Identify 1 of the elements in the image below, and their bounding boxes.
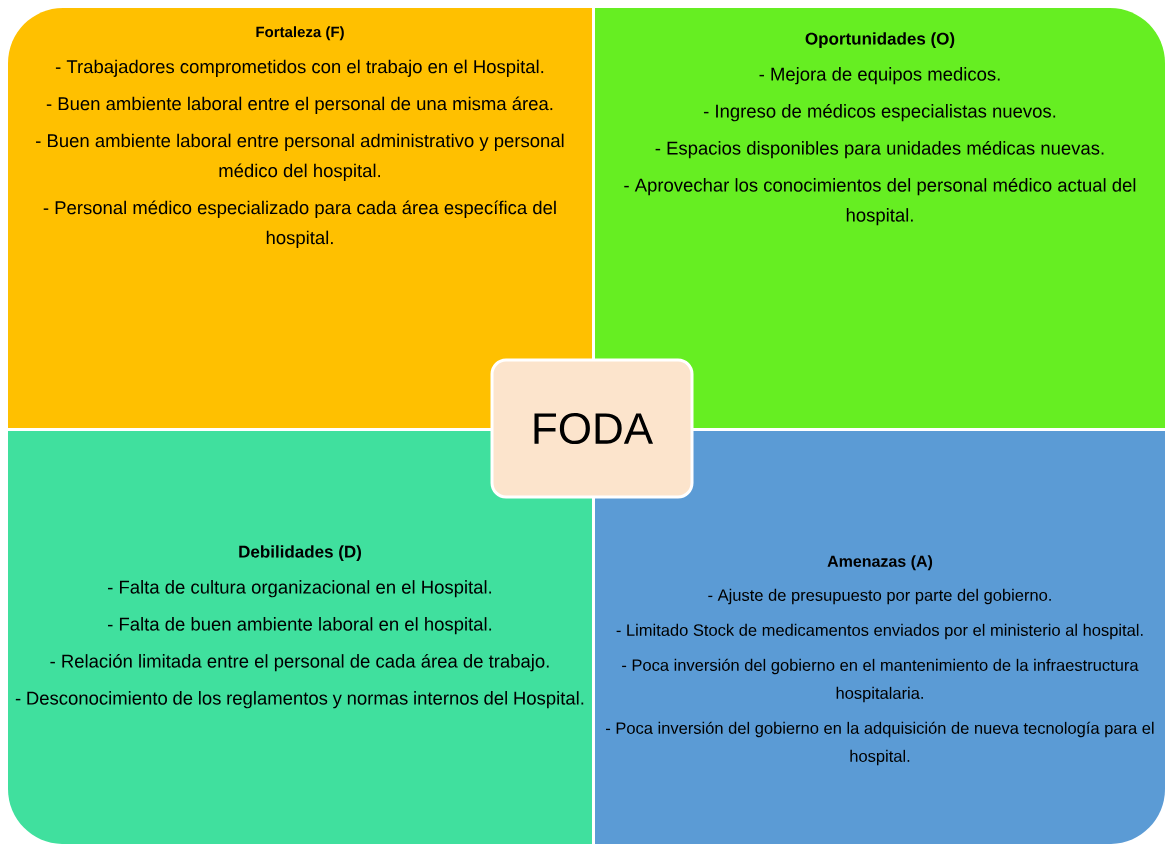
center-box: FODA: [490, 358, 694, 499]
